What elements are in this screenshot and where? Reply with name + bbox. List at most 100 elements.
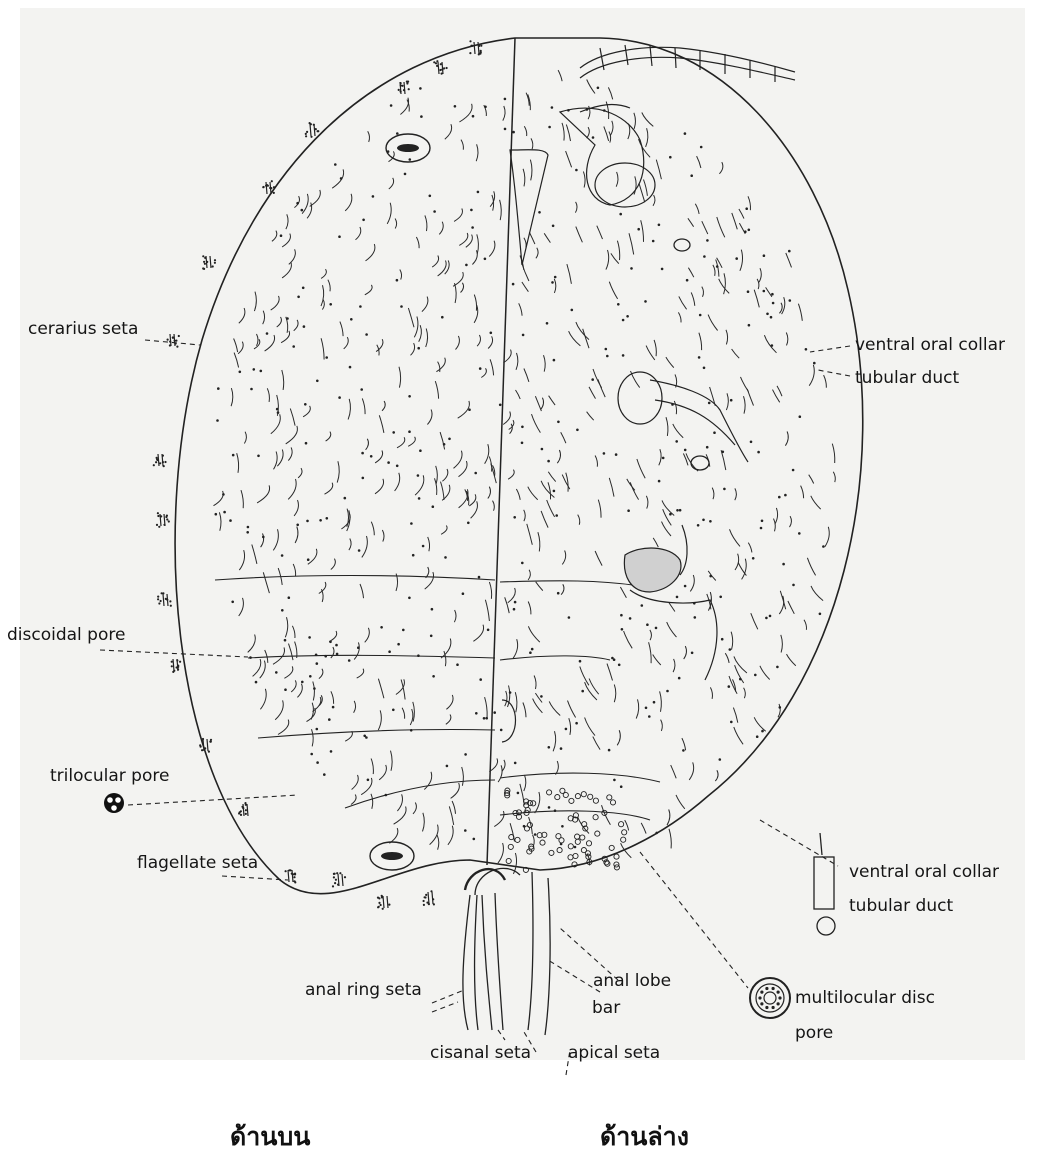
cerarius-dot — [273, 192, 275, 194]
cerarius-dot — [176, 346, 178, 348]
seta — [289, 644, 294, 661]
pore-dot — [548, 126, 551, 129]
seta — [293, 564, 295, 577]
seta — [726, 393, 728, 410]
pore-dot — [722, 451, 725, 454]
seta — [522, 282, 529, 292]
seta — [395, 473, 400, 491]
pore-dot — [675, 440, 678, 443]
seta — [523, 703, 526, 718]
seta — [325, 483, 333, 495]
seta — [541, 511, 548, 528]
pore-dot — [653, 701, 656, 704]
multilocular-pore-dot — [575, 794, 580, 799]
pore-dot — [548, 806, 551, 809]
seta — [441, 482, 445, 500]
pore-dot — [417, 474, 420, 477]
seta — [549, 701, 560, 715]
seta — [708, 571, 716, 581]
seta — [477, 335, 480, 346]
cerarius-seta-mark — [428, 892, 433, 904]
seta — [257, 485, 270, 503]
seta — [757, 279, 759, 289]
seta — [292, 626, 295, 638]
seta — [679, 296, 687, 309]
seta — [653, 195, 655, 206]
label-anal-ring-seta: anal ring seta — [305, 980, 422, 1000]
seta — [528, 570, 530, 580]
seta — [629, 233, 634, 254]
seta — [285, 617, 287, 637]
pore-dot — [387, 461, 390, 464]
cerarius-dot — [446, 67, 448, 69]
seta — [328, 280, 330, 292]
seta — [286, 426, 298, 444]
pore-dot — [534, 833, 537, 836]
pore-dot — [478, 576, 481, 579]
pore-dot — [748, 324, 751, 327]
seta — [395, 219, 397, 229]
pore-dot — [504, 128, 507, 131]
disc-locule — [765, 987, 768, 990]
pore-dot — [392, 431, 395, 434]
pore-dot — [752, 557, 755, 560]
cerarius-dot — [469, 40, 471, 42]
pore-dot — [229, 519, 232, 522]
seta — [748, 196, 751, 210]
pore-dot — [514, 762, 517, 765]
pore-dot — [302, 287, 305, 290]
seta — [702, 221, 708, 234]
pore-dot — [517, 792, 520, 795]
pore-dot — [380, 626, 383, 629]
pore-dot — [557, 592, 560, 595]
multilocular-pore-dot — [568, 844, 573, 849]
seta — [702, 287, 704, 297]
cerarius-dot — [336, 872, 338, 874]
seta — [611, 253, 619, 263]
pore-dot — [819, 613, 822, 616]
ventral-segment-lines — [500, 581, 660, 820]
pore-dot — [521, 442, 524, 445]
seta — [608, 87, 612, 99]
pore-dot — [729, 648, 732, 651]
pore-dot — [637, 228, 640, 231]
pore-dot — [472, 115, 475, 118]
seta — [348, 399, 350, 420]
seta — [589, 387, 596, 399]
multilocular-pore-dot — [559, 838, 564, 843]
multilocular-pore-dot — [621, 837, 626, 842]
cerarius-seta-mark — [206, 256, 211, 268]
label-tubular-duct-1: tubular duct — [855, 368, 959, 388]
seta — [265, 650, 268, 663]
seta — [562, 475, 570, 490]
pore-dot — [362, 219, 365, 222]
seta — [488, 487, 491, 499]
seta — [636, 699, 639, 718]
pore-dot — [365, 333, 368, 336]
pore-dot — [396, 132, 399, 135]
pore-dot — [239, 371, 242, 374]
pore-dot — [813, 362, 816, 365]
seta — [731, 632, 733, 650]
pore-dot — [784, 494, 787, 497]
cerarius-dot — [171, 665, 173, 667]
multilocular-pore-dot — [549, 850, 554, 855]
trilocular-pore-detail — [104, 793, 124, 813]
seta — [691, 292, 695, 305]
pore-dot — [788, 250, 791, 253]
seta — [473, 625, 483, 642]
cerarius-dot — [333, 876, 335, 878]
seta — [548, 482, 551, 499]
seta — [682, 738, 686, 750]
pore-dot — [555, 514, 558, 517]
seta — [329, 631, 337, 642]
seta — [234, 339, 238, 353]
seta — [303, 406, 310, 417]
seta — [804, 620, 807, 630]
pore-dot — [708, 402, 711, 405]
seta — [587, 80, 595, 94]
seta — [674, 401, 676, 414]
seta — [271, 414, 281, 434]
seta — [544, 233, 550, 242]
multilocular-pore-dot — [575, 839, 580, 844]
